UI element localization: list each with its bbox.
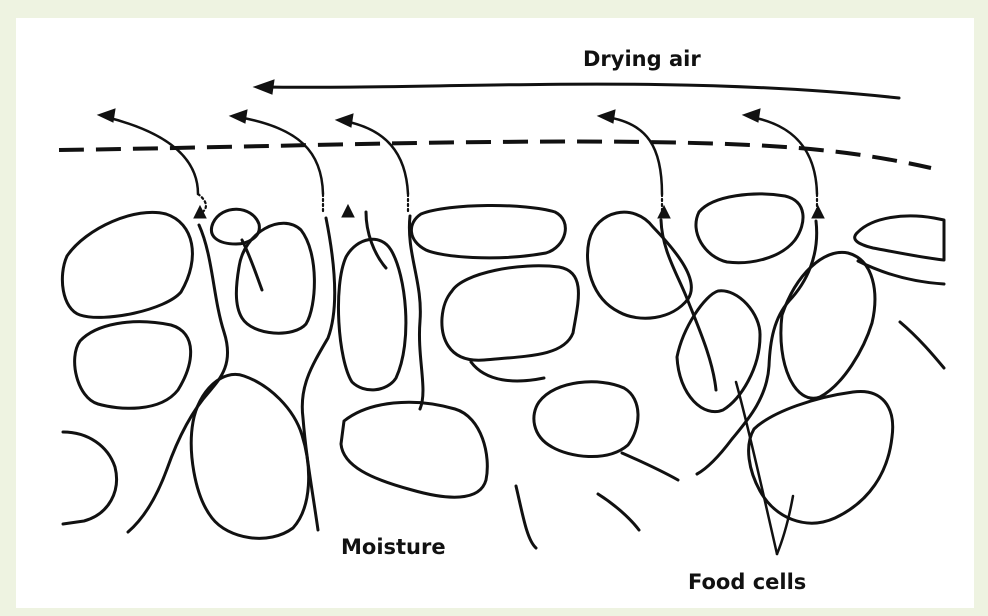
food-cell — [75, 322, 191, 409]
moisture-channel — [900, 322, 944, 368]
food-cell — [696, 194, 803, 263]
channel-up-arrow-2 — [342, 205, 354, 217]
channel-up-arrow-4 — [812, 206, 824, 218]
moisture-arrowhead-2 — [230, 110, 247, 123]
moisture-escape-path-4 — [606, 117, 662, 194]
drying-air-arrowhead — [254, 80, 274, 94]
food-cell — [855, 216, 944, 260]
food-cell-group — [62, 194, 944, 538]
moisture-channel — [622, 453, 678, 480]
moisture-escape-path-3 — [344, 121, 408, 194]
food-cell — [191, 374, 308, 538]
food-cell — [588, 212, 692, 318]
food-cell — [442, 266, 579, 360]
moisture-escape-path-1 — [106, 117, 198, 194]
drying-diagram: Drying air Moisture Food cells — [16, 18, 974, 608]
food-cell-partial-left — [63, 432, 117, 524]
food-cell — [341, 402, 487, 497]
food-cell — [236, 223, 314, 333]
food-cell — [781, 252, 875, 398]
food-cell — [534, 382, 638, 457]
food-cell — [677, 291, 760, 412]
moisture-channel — [409, 216, 423, 409]
moisture-escape-path-5 — [751, 117, 817, 194]
food-cell — [62, 212, 192, 317]
moisture-label: Moisture — [341, 535, 446, 559]
food-cell — [411, 205, 565, 257]
moisture-arrowhead-4 — [598, 110, 615, 123]
moisture-channel — [516, 486, 536, 548]
food-cell-pointer-right — [777, 496, 793, 554]
moisture-arrowhead-1 — [98, 109, 115, 122]
moisture-channel — [697, 221, 817, 474]
moisture-channel — [242, 240, 262, 290]
food-cells-label: Food cells — [688, 570, 806, 594]
drying-air-label: Drying air — [583, 47, 701, 71]
moisture-escape-path-2 — [238, 117, 323, 194]
food-cell — [749, 391, 893, 523]
moisture-arrowhead-5 — [743, 109, 760, 122]
moisture-channel — [128, 225, 228, 532]
diagram-frame: Drying air Moisture Food cells — [16, 18, 974, 608]
channel-up-arrow-3 — [658, 206, 670, 218]
drying-air-arrow — [265, 84, 899, 98]
moisture-arrowhead-3 — [336, 114, 353, 127]
moisture-channel — [598, 494, 639, 530]
food-cell — [338, 239, 405, 390]
moisture-channel — [471, 362, 544, 381]
